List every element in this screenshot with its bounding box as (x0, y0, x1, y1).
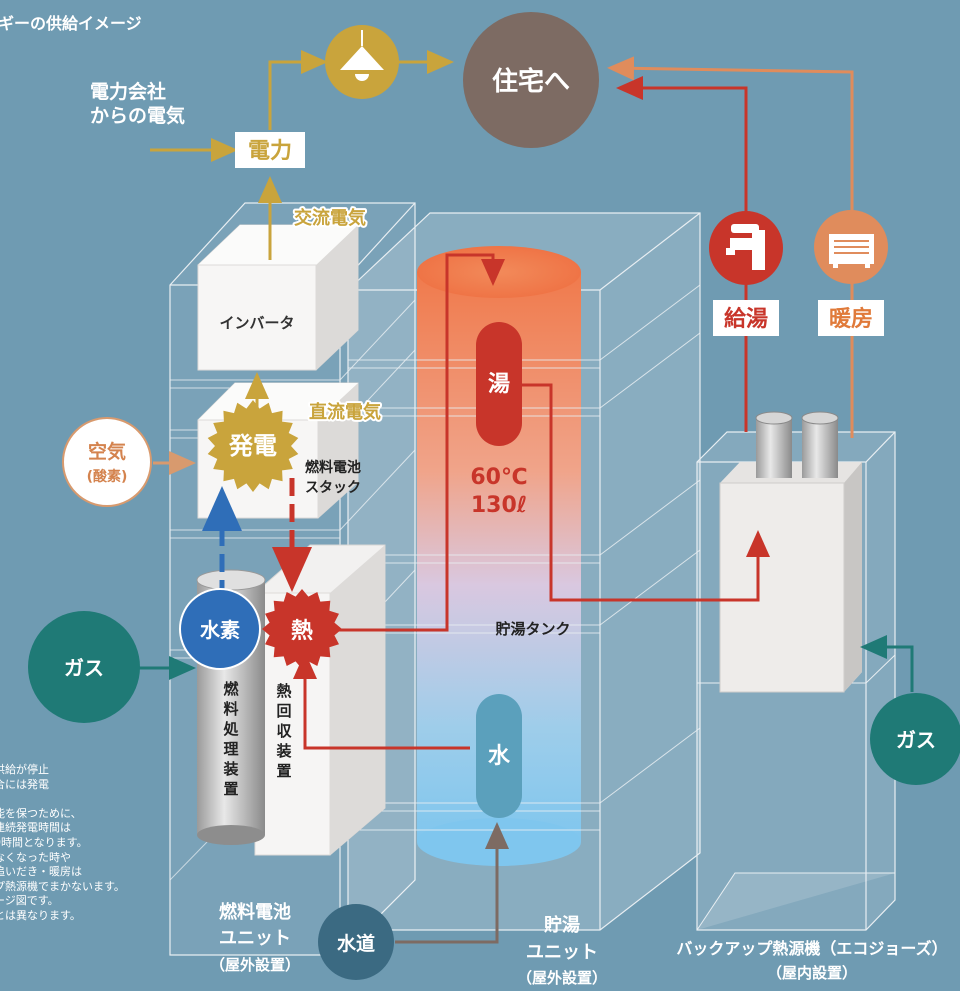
ac-power-label-halo: 交流電気 (294, 207, 366, 229)
stack-label-line2: スタック (305, 480, 361, 496)
heat-recovery-char-3: 収 (276, 722, 292, 740)
oxygen-label: (酸素) (87, 468, 128, 485)
fuel-processor-char-1: 燃 (223, 680, 239, 698)
footnote-line: プ熱源機でまかないます。 (0, 879, 125, 893)
footnote-line: 能を保つために、 (0, 806, 82, 820)
fuel-cell-unit-line1: 燃料電池 (219, 901, 291, 923)
gas-right-label: ガス (896, 728, 936, 752)
heat-label: 熱 (291, 618, 313, 644)
gas-right-arrow (860, 635, 914, 692)
dc-power-label-halo: 直流電気 (309, 401, 381, 423)
heat-recovery-label: 熱 回 収 装 置 (275, 682, 292, 780)
storage-unit-line3: （屋外設置） (517, 969, 607, 987)
fuel-cell-unit-line3: （屋外設置） (210, 956, 300, 974)
footnote-line: なくなった時や (0, 850, 71, 864)
footnote-line: 。 (0, 792, 194, 807)
storage-unit-line2: ユニット (526, 942, 598, 963)
storage-tank-label: 貯湯タンク (495, 620, 570, 638)
heat-recovery-char-5: 置 (276, 762, 291, 780)
heat-recovery-char-2: 回 (276, 702, 291, 720)
fuel-processor-char-2: 料 (223, 700, 238, 718)
storage-unit-line1: 貯湯 (544, 914, 580, 936)
water-supply-label: 水道 (337, 932, 375, 955)
temperature-label: 60℃ (470, 465, 527, 490)
gas-right-circle (870, 693, 960, 785)
electricity-company-line2: からの電気 (90, 104, 185, 127)
power-badge (235, 132, 305, 168)
footnote-line: とは異なります。 (0, 908, 81, 922)
lamp-icon (325, 25, 399, 99)
air-label: 空気 (88, 440, 126, 463)
footnote: 供給が停止 合には発電 。 能を保つために、 連続発電時間は 0時間となります。… (0, 763, 194, 924)
glass-lines (348, 284, 701, 831)
hot-water-label: 湯 (488, 372, 510, 397)
hot-water-supply-label: 給湯 (724, 306, 768, 332)
inverter-box (197, 224, 359, 371)
power-generation-label: 発電 (228, 432, 277, 460)
air-circle (62, 417, 152, 507)
fuel-processor-char-4: 理 (223, 740, 238, 758)
power-generation-burst (207, 400, 299, 492)
heating-label: 暖房 (829, 306, 873, 332)
hot-water-pill (476, 322, 522, 446)
hot-water-to-backup-arrow (520, 383, 770, 602)
stack-label-line1: 燃料電池 (305, 459, 361, 476)
heat-recovery-char-4: 装 (275, 742, 292, 760)
water-pill (476, 694, 522, 818)
faucet-icon (709, 211, 783, 285)
footnote-line: ージ図です。 (0, 894, 59, 908)
to-house-label: 住宅へ (492, 66, 570, 97)
heat-recovery-box (254, 544, 386, 856)
heat-burst (262, 589, 342, 669)
heater-icon (814, 210, 888, 284)
water-to-heat-arrow (293, 652, 470, 750)
house-circle (463, 12, 599, 148)
heat-to-tank-arrow (335, 253, 505, 632)
fuel-processor-char-6: 置 (223, 780, 238, 798)
water-supply-arrow (395, 822, 509, 944)
diagram-title: ギーの供給イメージ (0, 14, 142, 33)
fuel-processor-char-3: 処 (222, 720, 239, 738)
heat-recovery-char-1: 熱 (276, 682, 291, 700)
dc-power-label: 直流電気 (309, 401, 381, 423)
electricity-company-line1: 電力会社 (90, 80, 166, 103)
backup-heater-box (696, 411, 896, 931)
gas-left-circle (28, 611, 140, 723)
gas-left-label: ガス (64, 656, 104, 680)
footnote-line: 合には発電 (0, 777, 49, 791)
fuel-cell-unit-line2: ユニット (219, 928, 291, 949)
hot-water-supply-badge (713, 300, 779, 336)
ac-power-label: 交流電気 (294, 207, 366, 229)
footnote-line: 供給が停止 (0, 763, 49, 776)
hydrogen-label: 水素 (200, 618, 240, 642)
water-label: 水 (488, 744, 511, 769)
fuel-processor-char-5: 装 (222, 760, 239, 778)
backup-unit-line2: （屋内設置） (767, 964, 857, 982)
water-supply-circle (318, 904, 394, 980)
hydrogen-circle (179, 588, 261, 670)
fuel-processor-label: 燃 料 処 理 装 置 (222, 680, 239, 798)
heating-badge (818, 300, 884, 336)
capacity-label: 130ℓ (471, 493, 527, 518)
power-label: 電力 (248, 139, 292, 164)
inverter-label: インバータ (219, 314, 294, 332)
footnote-line: 0時間となります。 (0, 835, 88, 849)
power-to-lamp-arrow (268, 50, 328, 130)
footnote-line: 追いだき・暖房は (0, 865, 82, 879)
backup-unit-line1: バックアップ熱源機（エコジョーズ） (676, 939, 947, 958)
footnote-line: 連続発電時間は (0, 821, 71, 835)
